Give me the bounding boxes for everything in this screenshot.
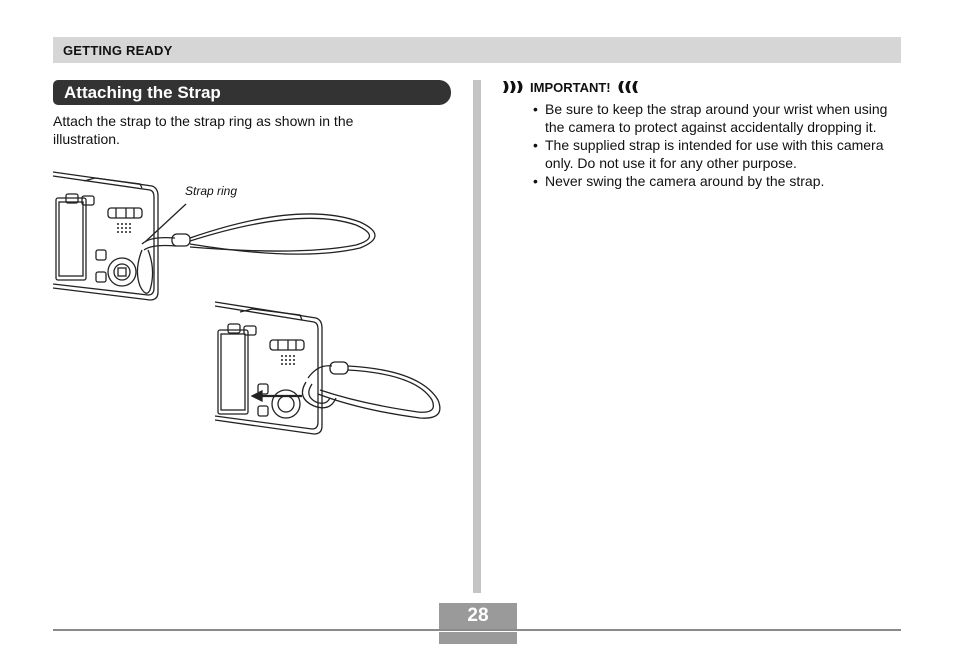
important-bullet-list: Be sure to keep the strap around your wr… xyxy=(533,100,893,190)
important-heading: IMPORTANT! xyxy=(503,78,638,96)
list-item: Be sure to keep the strap around your wr… xyxy=(533,100,893,136)
list-item: The supplied strap is intended for use w… xyxy=(533,136,893,172)
chapter-header-bar: GETTING READY xyxy=(53,37,901,63)
chapter-title: GETTING READY xyxy=(63,43,173,58)
important-left-marker-icon xyxy=(503,81,523,93)
list-item: Never swing the camera around by the str… xyxy=(533,172,893,190)
page-number-tab xyxy=(439,632,517,644)
page-number: 28 xyxy=(467,605,489,626)
section-title: Attaching the Strap xyxy=(64,83,221,102)
strap-attachment-illustration xyxy=(52,171,441,435)
intro-paragraph: Attach the strap to the strap ring as sh… xyxy=(53,113,354,147)
camera-illustration-1 xyxy=(52,171,376,301)
important-label: IMPORTANT! xyxy=(530,79,611,95)
important-right-marker-icon xyxy=(618,81,638,93)
column-divider xyxy=(473,80,481,593)
section-heading-bar: Attaching the Strap xyxy=(53,80,451,105)
page-number-box: 28 xyxy=(439,603,517,629)
camera-illustration-2 xyxy=(214,301,441,435)
footer-rule xyxy=(53,629,901,631)
strap-ring-callout: Strap ring xyxy=(185,184,238,198)
